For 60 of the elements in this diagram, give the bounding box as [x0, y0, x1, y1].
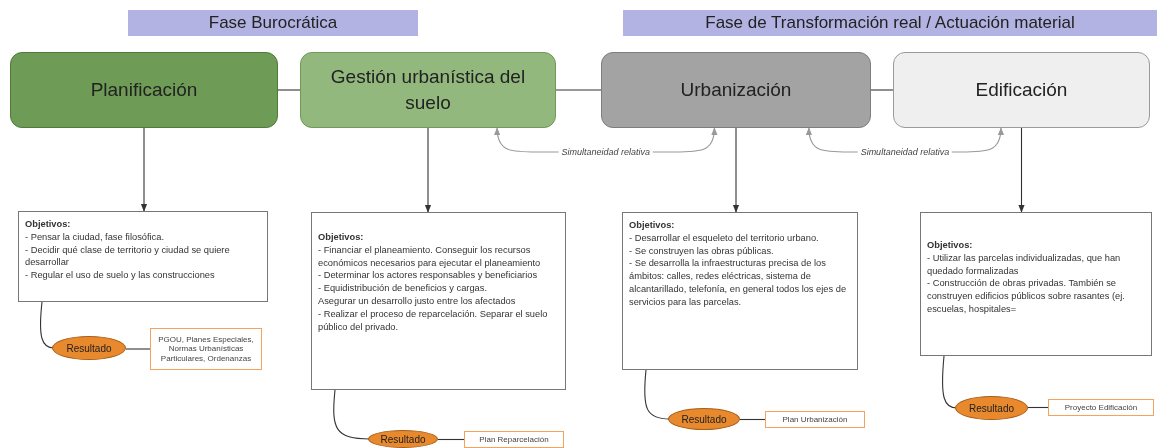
objective-text: - Pensar la ciudad, fase filosófica. — [25, 230, 165, 244]
result-label: Resultado — [66, 342, 112, 354]
phase-banner — [623, 10, 1157, 36]
result-text: Plan Reparcelación — [479, 434, 549, 445]
objectives-heading: Objetivos: — [927, 239, 974, 252]
result-box — [1048, 399, 1154, 416]
result-box — [765, 411, 865, 428]
objective-text: - Decidir qué clase de territorio y ciudad se quiere desarrollar — [25, 243, 231, 270]
stage-title: Edificación — [975, 78, 1068, 103]
connector-line — [870, 89, 894, 91]
result-text: Proyecto Edificación — [1064, 402, 1138, 413]
objectives-box — [622, 212, 858, 370]
arrow — [1018, 127, 1025, 213]
objectives-heading: Objetivos: — [629, 219, 676, 232]
stage-title: Gestión urbanística del suelo — [329, 65, 527, 115]
objectives-heading: Objetivos: — [25, 218, 72, 231]
result-label: Resultado — [969, 402, 1014, 414]
connector-line — [277, 89, 301, 91]
objective-text: - Desarrollar el esqueleto del territorio urbano. — [629, 231, 820, 245]
arrow — [424, 127, 432, 213]
objective-text: Asegurar un desarrollo justo entre los afectados — [318, 295, 517, 308]
result-label: Resultado — [380, 433, 426, 445]
objectives-box — [311, 212, 566, 390]
result-box — [464, 431, 564, 448]
connector-line — [437, 438, 465, 441]
objective-text: - Determinar los actores responsables y beneficiarios — [318, 269, 539, 283]
result-label: Resultado — [681, 413, 727, 425]
result-box — [150, 328, 262, 370]
stage-title: Urbanización — [680, 78, 792, 103]
arrow — [732, 127, 740, 213]
result-ellipse — [955, 396, 1028, 420]
objective-text: - Se construyen las obras públicas. — [629, 244, 775, 258]
edge-label: Simultaneidad relativa — [558, 147, 654, 157]
connector-line — [1027, 406, 1049, 409]
objective-text: - Equidistribución de beneficios y cargas. — [318, 282, 488, 296]
stage-box — [893, 52, 1150, 128]
objectives-box — [18, 211, 268, 302]
objectives-box — [920, 212, 1152, 356]
objective-text: - Financiar el planeamiento. Conseguir los recursos económicos necesarios para ejecutar el planeamiento — [318, 243, 542, 270]
objectives-heading: Objetivos: — [318, 231, 365, 244]
connector-line — [555, 89, 602, 91]
result-ellipse — [52, 336, 126, 360]
objective-text: - Realizar el proceso de reparcelación. Separar el suelo público del privado. — [318, 307, 549, 334]
phase-banner — [128, 10, 418, 36]
arrow — [140, 127, 148, 212]
objective-text: - Utilizar las parcelas individualizadas, que han quedado formalizadas — [927, 251, 1122, 278]
result-text: Plan Urbanización — [782, 414, 848, 425]
objective-text: - Construcción de obras privadas. También se construyen edificios públicos sobre rasantes (ej. escuelas, hospitales= — [927, 277, 1126, 316]
stage-box — [300, 52, 556, 128]
connector-line — [739, 418, 766, 421]
objective-text: - Se desarrolla la infraestructuras precisa de los ámbitos: calles, redes eléctricas, sistema de alcantarillado, telefonía, en general todos los ejes de servicios para las parcelas. — [629, 257, 848, 309]
connector-line — [125, 348, 151, 350]
result-text: PGOU, Planes Especiales, Normas Urbanísticas Particulares, Ordenanzas — [157, 334, 255, 364]
stage-title: Planificación — [90, 78, 198, 103]
edge-label: Simultaneidad relativa — [857, 147, 953, 157]
stage-box — [10, 52, 278, 128]
phase-title: Fase Burocrática — [208, 13, 338, 33]
stage-box — [601, 52, 871, 128]
objective-text: - Regular el uso de suelo y las construcciones — [25, 269, 216, 283]
phase-title: Fase de Transformación real / Actuación material — [705, 13, 1075, 33]
